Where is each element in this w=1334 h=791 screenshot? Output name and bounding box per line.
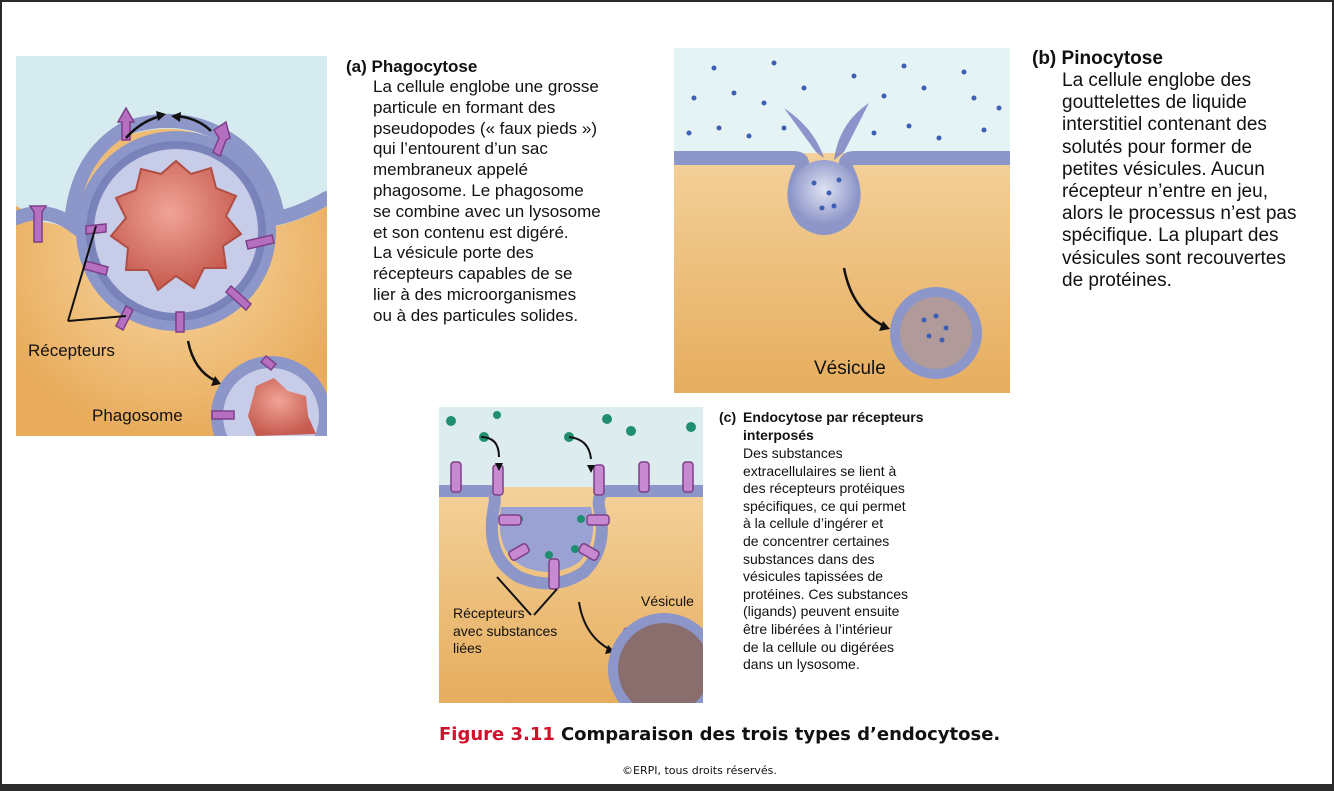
- panel-a-heading: (a) Phagocytose: [346, 57, 477, 77]
- panel-b-description: La cellule englobe des gouttelettes de l…: [1062, 70, 1296, 292]
- receptor-endocytosis-illustration: Récepteurs avec substances liées Vésicul…: [439, 407, 703, 703]
- panel-b-letter: (b): [1032, 48, 1056, 69]
- label-vesicle-c: Vésicule: [641, 593, 694, 609]
- pinocytosis-illustration: Vésicule: [674, 48, 1010, 393]
- panel-c-title: Endocytose par récepteurs interposés: [743, 409, 924, 444]
- label-receptors-ligands: Récepteurs avec substances liées: [453, 605, 557, 658]
- figure-caption: Figure 3.11 Comparaison des trois types d…: [439, 724, 1000, 745]
- panel-a-letter: (a): [346, 57, 367, 76]
- figure-number: Figure 3.11: [439, 724, 555, 745]
- label-vesicle-b: Vésicule: [814, 358, 886, 380]
- figure-caption-text: Comparaison des trois types d’endocytose…: [561, 724, 1000, 745]
- copyright: ©ERPI, tous droits réservés.: [622, 764, 777, 777]
- label-receptors: Récepteurs: [28, 341, 115, 361]
- panel-c-letter: (c): [719, 409, 736, 427]
- panel-a-description: La cellule englobe une grosse particule …: [373, 77, 601, 327]
- phagocytosis-illustration: Récepteurs Phagosome: [16, 56, 327, 436]
- extracellular-space: [439, 407, 703, 497]
- panel-c-description: Des substances extracellulaires se lient…: [743, 445, 908, 674]
- panel-a-title: Phagocytose: [372, 57, 478, 76]
- label-phagosome: Phagosome: [92, 406, 183, 426]
- panel-b-heading: (b) Pinocytose: [1032, 48, 1163, 70]
- panel-c-heading: (c) Endocytose par récepteurs interposés: [719, 409, 924, 444]
- panel-b-title: Pinocytose: [1062, 48, 1163, 69]
